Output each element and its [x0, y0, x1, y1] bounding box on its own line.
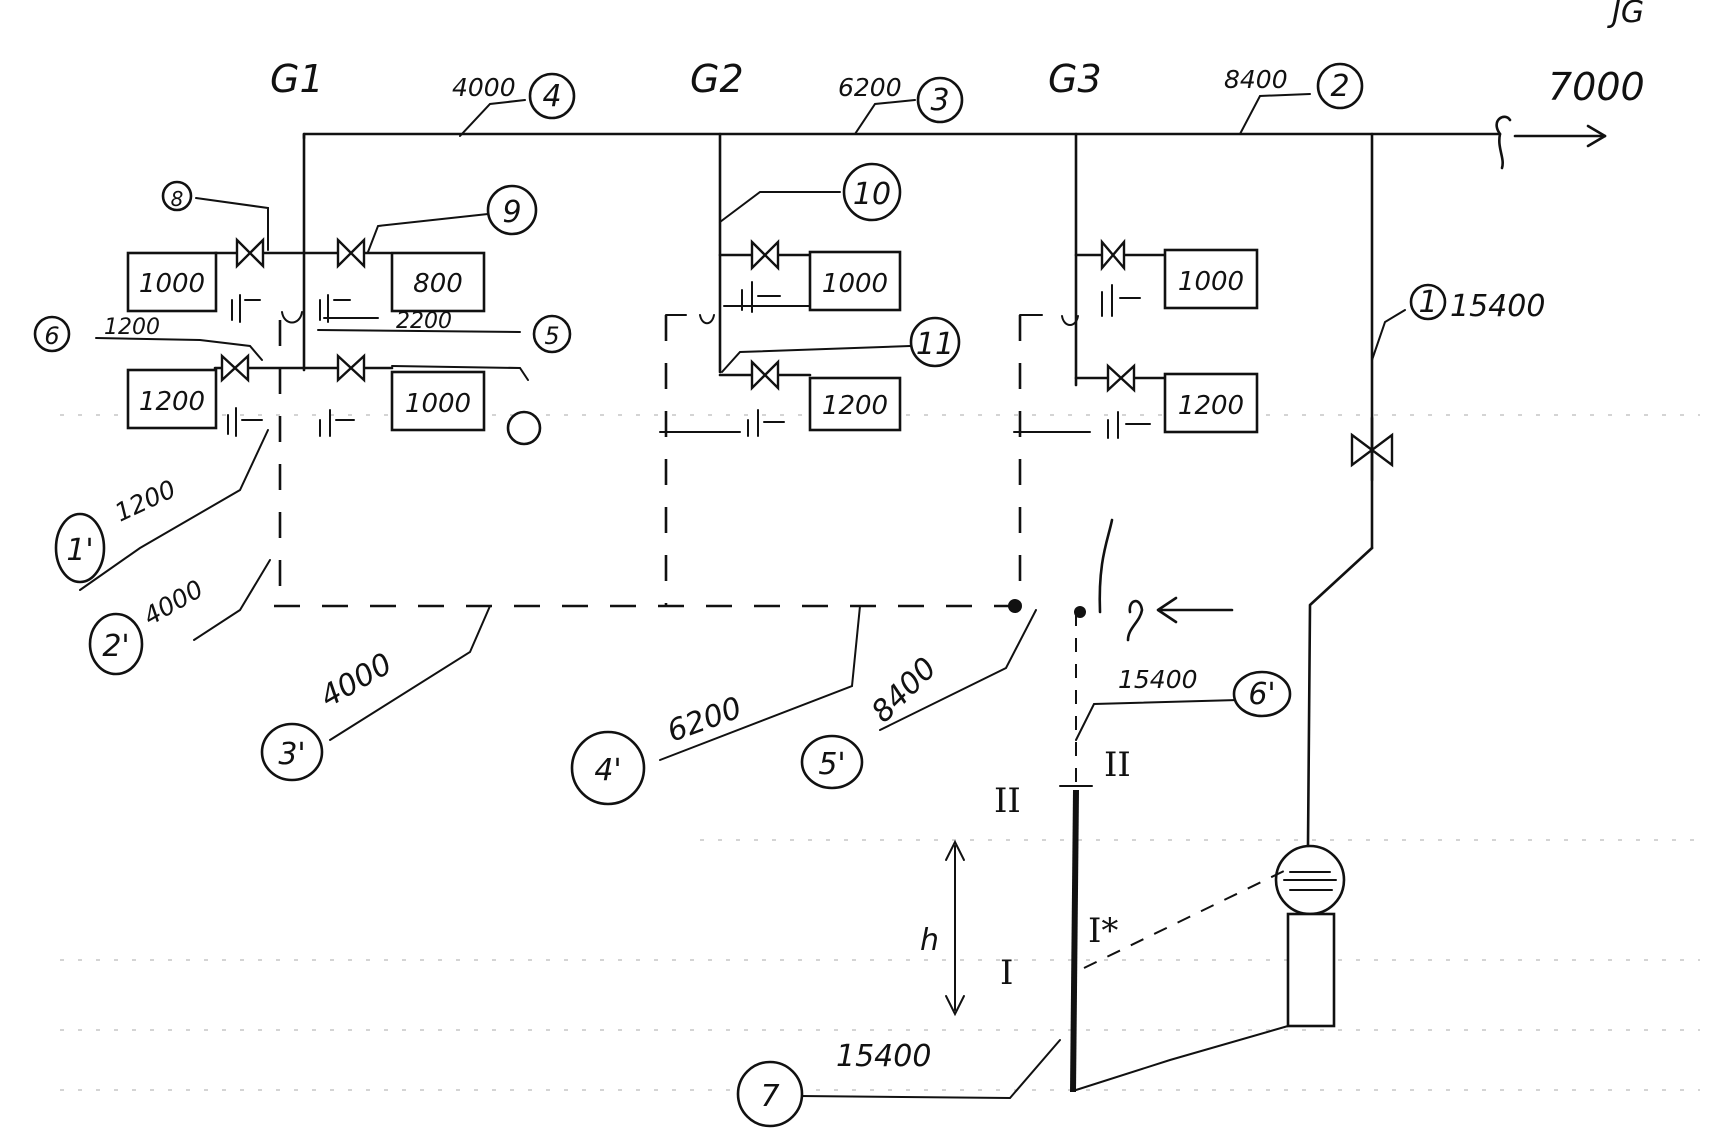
g2-upper-valve-icon — [750, 239, 780, 271]
level-label-II-right: II — [1104, 745, 1131, 785]
marker-7-id: 7 — [760, 1079, 779, 1114]
group-label-g2: G2 — [690, 57, 744, 101]
g1-valve-9-icon — [336, 237, 366, 269]
height-label: h — [920, 923, 939, 958]
g1-branch-marker-5 — [532, 314, 572, 354]
supply-marker-3 — [916, 76, 964, 124]
return-callouts — [260, 605, 1037, 806]
outlet-arrow-icon — [1586, 124, 1607, 148]
marker-10-label: 10 — [853, 177, 891, 212]
return-flow-7: 15400 — [836, 1039, 931, 1074]
g2-upper-value: 1000 — [822, 269, 888, 299]
g1-lower-left-box — [126, 368, 218, 430]
main-riser-1 — [1306, 132, 1447, 847]
supply-id-1: 1 — [1418, 285, 1437, 320]
marker-11-label: 11 — [916, 327, 954, 362]
g1-branch-flow-6: 1200 — [104, 315, 160, 340]
g3-upper-valve-icon — [1100, 238, 1126, 272]
marker-10 — [842, 162, 902, 222]
supply-id-3: 3 — [930, 83, 949, 118]
g1-upper-right-value: 800 — [413, 269, 463, 299]
g3-upper-box — [1163, 248, 1259, 310]
g1-lower-right-value: 1000 — [405, 389, 471, 419]
level-markers — [945, 785, 1093, 1017]
return-flow-6p: 15400 — [1118, 665, 1198, 694]
g2-upper-box — [808, 250, 902, 312]
supply-flow-2: 8400 — [1224, 65, 1288, 94]
return-marker-4p — [570, 730, 646, 806]
supply-id-2: 2 — [1330, 69, 1349, 104]
g3-lower-value: 1200 — [1178, 391, 1244, 421]
supply-flow-3: 6200 — [838, 73, 902, 102]
return-marker-2p — [88, 612, 144, 676]
group-label-g1: G1 — [270, 57, 324, 101]
g2-lower-valve-icon — [750, 359, 780, 391]
return-id-6p: 6' — [1248, 677, 1275, 712]
supply-marker-4 — [528, 72, 576, 120]
g3-lower-valve-icon — [1106, 363, 1136, 393]
marker-8 — [161, 180, 193, 212]
return-marker-3p — [260, 722, 324, 782]
return-marker-6p — [1232, 670, 1292, 718]
level-label-I: I — [1000, 953, 1013, 993]
g1-upper-left-box — [126, 251, 218, 313]
junction-dot — [1008, 599, 1022, 613]
marker-9-label: 9 — [502, 195, 521, 230]
g1-branch-marker-6 — [33, 315, 71, 353]
return-flow-2p: 4000 — [139, 574, 209, 631]
level-label-I-star: I* — [1088, 911, 1118, 951]
return-id-4p: 4' — [594, 753, 621, 788]
page-mark: JG — [1607, 0, 1644, 30]
g1-valve-8-icon — [235, 237, 265, 269]
g2-lower-value: 1200 — [822, 391, 888, 421]
return-id-5p: 5' — [818, 747, 845, 782]
inlet-arrow-icon — [1156, 596, 1178, 624]
return-flow-4p: 6200 — [663, 691, 747, 750]
g3-upper-value: 1000 — [1178, 267, 1244, 297]
g1-valve-6-icon — [220, 353, 250, 383]
group-g1 — [33, 132, 1035, 676]
g3-lower-box — [1163, 372, 1259, 434]
marker-8-label: 8 — [171, 187, 184, 211]
supply-marker-2 — [1316, 62, 1364, 110]
marker-9 — [486, 184, 538, 236]
g1-upper-left-value: 1000 — [139, 269, 205, 299]
supply-id-4: 4 — [542, 79, 561, 114]
return-marker-5p — [800, 734, 864, 790]
supply-flow-4: 4000 — [452, 73, 516, 102]
g1-lower-left-value: 1200 — [139, 387, 205, 417]
g1-upper-right-box — [390, 251, 486, 313]
g1-branch-id-5: 5 — [544, 322, 559, 350]
return-id-2p: 2' — [102, 629, 129, 664]
level-label-II-left: II — [994, 781, 1021, 821]
marker-11 — [909, 316, 961, 368]
pump — [1274, 844, 1346, 1028]
supply-callouts — [459, 62, 1364, 137]
supply-flow-1: 15400 — [1450, 289, 1545, 324]
outlet-flow: 7000 — [1548, 65, 1645, 109]
marker-7-small — [506, 410, 542, 446]
return-id-3p: 3' — [278, 737, 305, 772]
group-g3 — [1013, 132, 1259, 606]
g2-lower-box — [808, 376, 902, 432]
supply-marker-1 — [1409, 283, 1447, 321]
group-g2 — [659, 132, 961, 606]
g1-lower-right-box — [390, 370, 486, 432]
marker-7 — [736, 1060, 804, 1128]
return-riser — [736, 518, 1292, 1128]
return-id-1p: 1' — [66, 533, 93, 568]
supply-header — [302, 115, 1607, 170]
return-marker-1p — [54, 512, 106, 584]
paper-lines — [60, 414, 1700, 1091]
g1-valve-7-icon — [336, 353, 366, 383]
g1-branch-flow-5: 2200 — [396, 309, 452, 334]
group-label-g3: G3 — [1048, 57, 1102, 101]
g1-branch-id-6: 6 — [44, 322, 59, 350]
return-flow-1p: 1200 — [110, 474, 180, 527]
